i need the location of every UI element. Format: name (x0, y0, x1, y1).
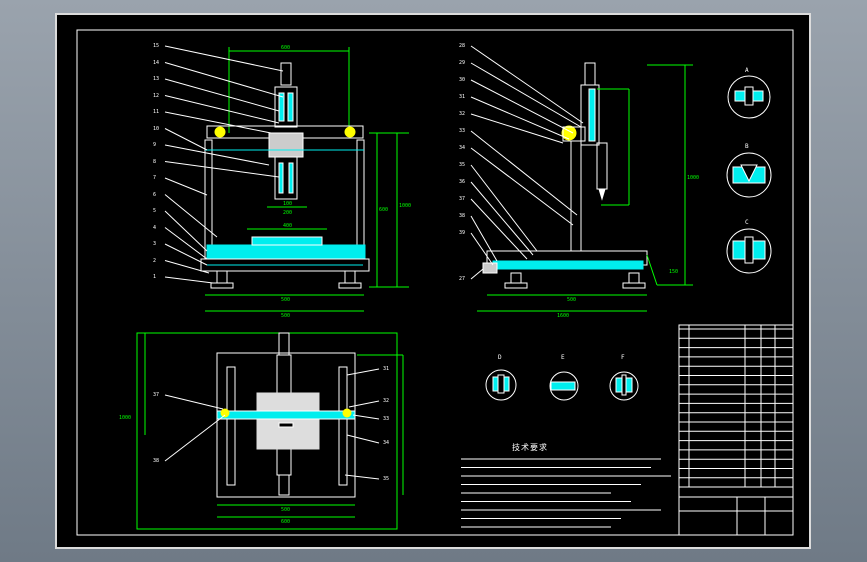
front-part-number: 3 (153, 241, 157, 247)
front-dim-height1: 600 (379, 207, 389, 213)
side-part-number: 35 (459, 162, 466, 168)
top-part-number-right: 33 (383, 416, 390, 422)
top-part-number-left: 38 (153, 458, 160, 464)
top-dim-width-inner: 500 (281, 507, 291, 513)
top-view (136, 332, 404, 530)
side-part-number: 27 (459, 276, 466, 282)
front-part-number: 9 (153, 142, 157, 148)
detail-label-f: F (621, 354, 625, 361)
front-part-number: 11 (153, 109, 160, 115)
front-dim-bottom2: 500 (281, 313, 291, 319)
front-dim-bottom1: 500 (281, 297, 291, 303)
top-dim-height: 1000 (119, 415, 132, 421)
detail-label-c: C (745, 219, 749, 226)
front-part-number: 14 (153, 59, 160, 66)
side-part-number: 28 (459, 43, 466, 49)
top-part-number-right: 34 (383, 440, 390, 446)
top-dim-width-bottom: 600 (281, 519, 291, 525)
front-dim-top: 600 (281, 45, 291, 51)
front-part-number: 7 (153, 175, 157, 181)
side-dim-height: 1000 (687, 175, 700, 181)
detail-views-bottom (485, 369, 639, 401)
technical-notes (461, 458, 671, 528)
side-dim-bottom2: 1600 (557, 313, 570, 319)
side-part-number: 29 (459, 60, 466, 66)
cad-drawing (76, 29, 794, 536)
top-part-number-right: 35 (383, 476, 390, 482)
front-part-number: 1 (153, 274, 157, 280)
side-view (470, 45, 693, 312)
front-dim-small2: 200 (283, 210, 293, 216)
detail-label-b: B (745, 143, 749, 150)
front-part-number: 8 (153, 158, 157, 165)
title-block (678, 324, 794, 536)
detail-label-e: E (561, 354, 565, 361)
front-part-number: 10 (153, 125, 160, 132)
side-part-number: 37 (459, 196, 466, 202)
top-part-number-left: 37 (153, 392, 160, 398)
front-part-number: 15 (153, 43, 160, 49)
inner-frame (76, 29, 794, 536)
side-dim-bottom1: 500 (567, 297, 577, 303)
side-dim-right: 150 (669, 269, 679, 275)
detail-views-right (726, 75, 772, 274)
notes-title: 技术要求 (512, 443, 548, 452)
detail-label-d: D (498, 354, 502, 361)
side-part-number: 32 (459, 111, 466, 117)
drawing-sheet: 600 500 500 600 1000 400 100 200 1000 50… (55, 13, 811, 549)
front-dim-small1: 100 (283, 201, 293, 207)
side-part-number: 31 (459, 94, 466, 100)
front-part-number: 2 (153, 257, 157, 264)
front-part-number: 4 (153, 224, 157, 231)
front-dim-height2: 1000 (399, 203, 412, 209)
side-part-number: 38 (459, 213, 466, 219)
top-part-number-right: 31 (383, 366, 390, 372)
front-dim-mid: 400 (283, 223, 293, 229)
side-part-number: 30 (459, 77, 466, 83)
side-part-number: 34 (459, 145, 466, 151)
side-part-number: 33 (459, 128, 466, 134)
front-view (164, 45, 409, 312)
top-part-number-right: 32 (383, 398, 390, 404)
detail-label-a: A (745, 67, 749, 74)
front-part-number: 6 (153, 191, 157, 198)
side-part-number: 39 (459, 230, 466, 236)
side-part-number: 36 (459, 179, 466, 185)
front-part-number: 5 (153, 208, 157, 214)
front-part-number: 12 (153, 92, 160, 99)
front-part-number: 13 (153, 76, 160, 82)
